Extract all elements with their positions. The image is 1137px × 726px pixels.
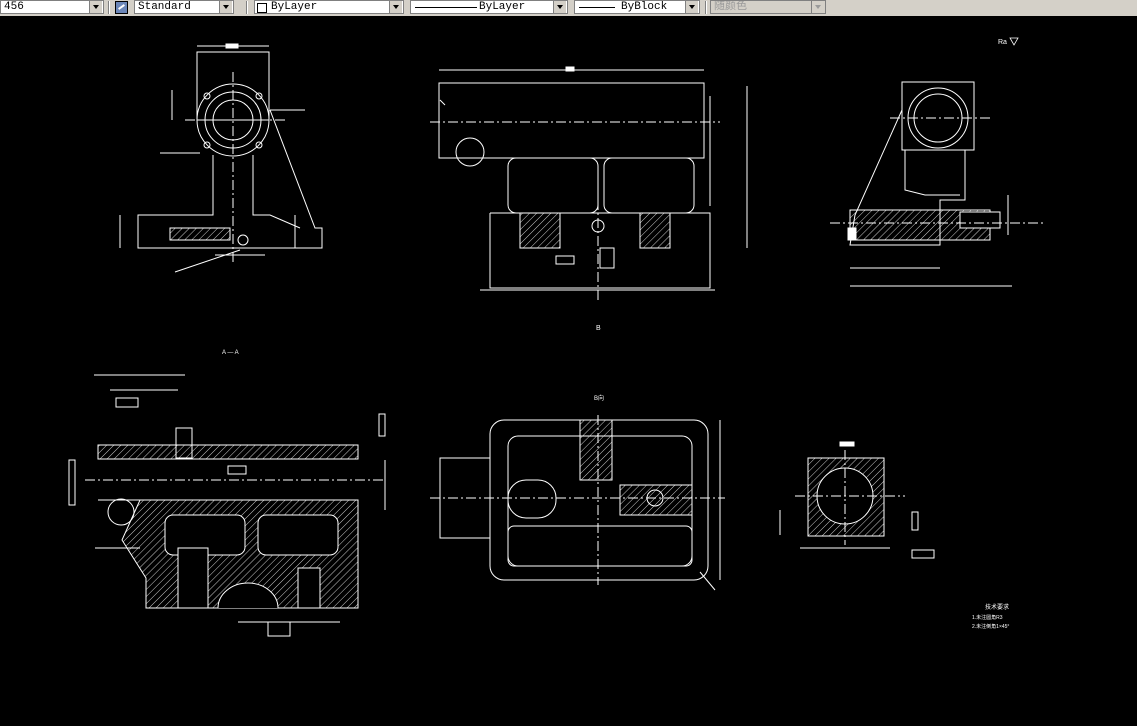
chevron-down-icon[interactable] [89,1,102,13]
svg-text:B向: B向 [594,394,604,402]
lineweight-sample-icon [579,7,615,8]
text-style-dropdown[interactable]: Standard [134,0,234,14]
text-style-icon[interactable] [115,1,128,14]
layer-dropdown[interactable]: 456 [0,0,104,14]
section-a-a-label: A — A [222,350,239,356]
toolbar-separator [108,1,110,14]
linetype-value: ByLayer [479,1,526,13]
linetype-sample-icon [415,7,477,8]
layer-value: 456 [4,1,24,13]
lineweight-dropdown[interactable]: ByBlock [574,0,700,14]
side-view [430,66,748,300]
note-line-2: 2.未注倒角1×45° [972,623,1009,630]
chevron-down-icon [811,1,824,13]
top-view: B向 [430,394,725,591]
plotstyle-dropdown: 随颜色 [710,0,826,14]
drawing-canvas[interactable]: B向 A — A B Ra 技术要求 1.未注圆角R3 2.未注倒角1×45° [0,16,1137,721]
note-line-1: 1.未注圆角R3 [972,614,1003,621]
chevron-down-icon[interactable] [685,1,698,13]
view-b-label: B [596,325,601,332]
front-view [119,43,323,273]
chevron-down-icon[interactable] [389,1,402,13]
plotstyle-value: 随颜色 [714,1,747,13]
text-style-value: Standard [138,1,191,13]
color-swatch-icon [257,3,267,13]
properties-toolbar: 456 Standard ByLayer ByLayer ByBlock 随颜色 [0,0,1137,17]
chevron-down-icon[interactable] [219,1,232,13]
lineweight-value: ByBlock [621,1,668,13]
color-value: ByLayer [271,1,318,13]
note-title: 技术要求 [985,603,1009,611]
left-view [830,81,1045,287]
section-a-a [68,374,386,637]
roughness-symbol: Ra [998,39,1007,46]
roughness-triangle-icon [1009,37,1019,46]
drawing-labels: A — A B Ra 技术要求 1.未注圆角R3 2.未注倒角1×45° [222,37,1019,630]
toolbar-separator [246,1,248,14]
toolbar-separator [705,1,707,14]
detail-view [779,441,935,559]
linetype-dropdown[interactable]: ByLayer [410,0,568,14]
color-dropdown[interactable]: ByLayer [254,0,404,14]
chevron-down-icon[interactable] [553,1,566,13]
